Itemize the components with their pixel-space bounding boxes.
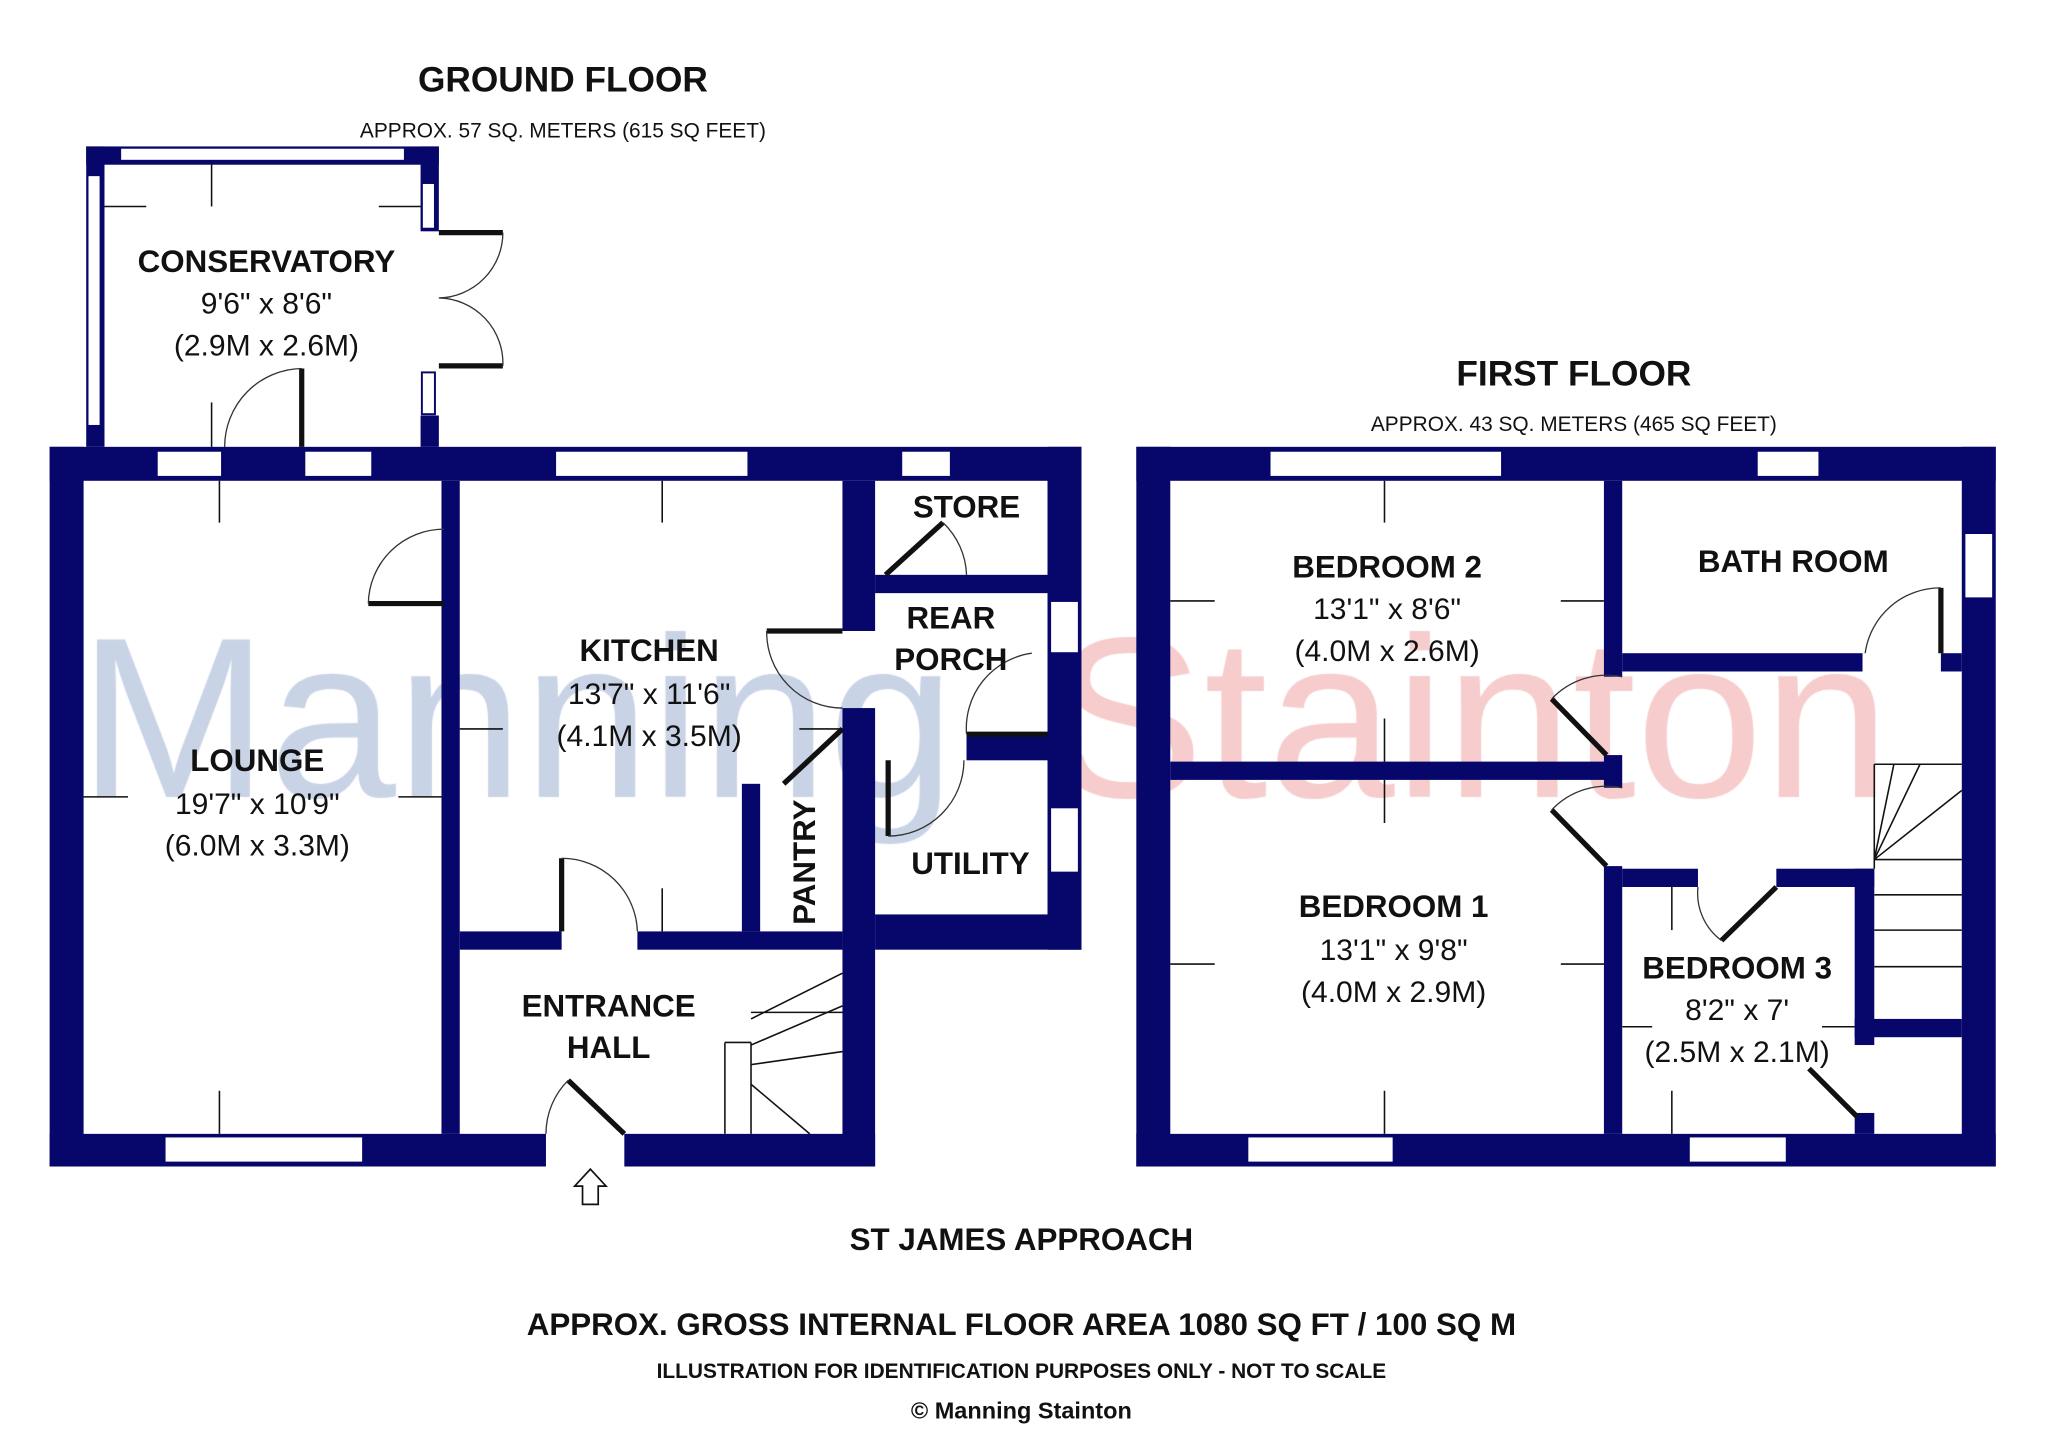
- svg-text:8'2" x 7': 8'2" x 7': [1685, 994, 1789, 1027]
- room-pantry: PANTRY: [787, 799, 822, 924]
- gross-area: APPROX. GROSS INTERNAL FLOOR AREA 1080 S…: [527, 1307, 1516, 1342]
- svg-text:(4.0M x 2.6M): (4.0M x 2.6M): [1294, 635, 1479, 668]
- staircase-first: [1873, 763, 1963, 968]
- first-floor-title: FIRST FLOOR: [1456, 354, 1691, 393]
- svg-text:BEDROOM 2: BEDROOM 2: [1292, 549, 1482, 584]
- room-conservatory: CONSERVATORY 9'6" x 8'6" (2.9M x 2.6M): [138, 244, 396, 363]
- entrance-arrow-icon: [572, 1167, 608, 1206]
- room-bedroom-2: BEDROOM 2 13'1" x 8'6" (4.0M x 2.6M): [1292, 549, 1482, 668]
- svg-text:CONSERVATORY: CONSERVATORY: [138, 244, 396, 279]
- street-name: ST JAMES APPROACH: [850, 1222, 1194, 1257]
- svg-text:BEDROOM 3: BEDROOM 3: [1642, 950, 1832, 985]
- svg-text:(4.0M x 2.9M): (4.0M x 2.9M): [1301, 976, 1486, 1009]
- room-bathroom: BATH ROOM: [1698, 544, 1889, 579]
- room-entrance-hall: ENTRANCE HALL: [522, 988, 696, 1065]
- svg-text:13'7" x 11'6": 13'7" x 11'6": [568, 678, 730, 711]
- first-floor-area: APPROX. 43 SQ. METERS (465 SQ FEET): [1371, 413, 1777, 436]
- room-store: STORE: [913, 489, 1020, 524]
- room-rear-porch: REAR PORCH: [894, 600, 1007, 677]
- ground-floor-title: GROUND FLOOR: [418, 61, 708, 100]
- svg-text:(6.0M x 3.3M): (6.0M x 3.3M): [165, 830, 350, 863]
- svg-text:(2.5M x 2.1M): (2.5M x 2.1M): [1645, 1036, 1830, 1069]
- room-bedroom-1: BEDROOM 1 13'1" x 9'8" (4.0M x 2.9M): [1299, 889, 1489, 1009]
- svg-text:19'7" x 10'9": 19'7" x 10'9": [175, 788, 340, 821]
- svg-text:ENTRANCE: ENTRANCE: [522, 988, 696, 1023]
- staircase-ground: [724, 972, 843, 1135]
- svg-text:13'1" x 8'6": 13'1" x 8'6": [1313, 593, 1461, 626]
- room-lounge: LOUNGE 19'7" x 10'9" (6.0M x 3.3M): [165, 743, 350, 863]
- svg-text:REAR: REAR: [906, 600, 995, 635]
- ground-floor-plan: [49, 146, 1082, 1206]
- disclaimer: ILLUSTRATION FOR IDENTIFICATION PURPOSES…: [657, 1360, 1387, 1383]
- svg-text:(2.9M x 2.6M): (2.9M x 2.6M): [174, 329, 359, 362]
- room-bedroom-3: BEDROOM 3 8'2" x 7' (2.5M x 2.1M): [1642, 950, 1832, 1069]
- first-floor-plan: [1136, 446, 1996, 1167]
- room-utility: UTILITY: [911, 846, 1029, 881]
- svg-text:KITCHEN: KITCHEN: [580, 633, 719, 668]
- svg-text:13'1" x 9'8": 13'1" x 9'8": [1320, 934, 1468, 967]
- ground-floor-area: APPROX. 57 SQ. METERS (615 SQ FEET): [360, 119, 766, 142]
- copyright: © Manning Stainton: [911, 1398, 1132, 1424]
- room-kitchen: KITCHEN 13'7" x 11'6" (4.1M x 3.5M): [557, 633, 742, 753]
- svg-text:HALL: HALL: [567, 1030, 651, 1065]
- svg-text:LOUNGE: LOUNGE: [190, 743, 324, 778]
- svg-text:PORCH: PORCH: [894, 642, 1007, 677]
- svg-text:BEDROOM 1: BEDROOM 1: [1299, 889, 1489, 924]
- svg-text:(4.1M x 3.5M): (4.1M x 3.5M): [557, 720, 742, 753]
- svg-text:9'6" x 8'6": 9'6" x 8'6": [201, 288, 332, 321]
